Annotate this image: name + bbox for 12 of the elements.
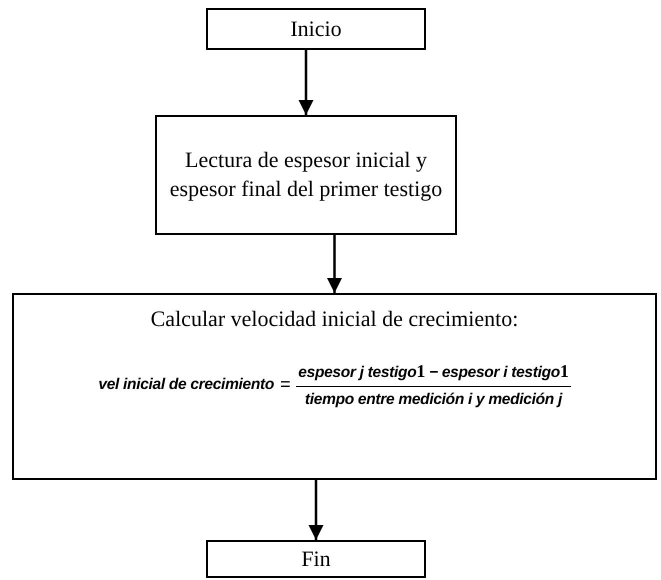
box-heading: Calcular velocidad inicial de crecimiento: — [150, 305, 518, 333]
formula-denominator: tiempo entre medición i y medición j — [304, 390, 562, 410]
process-box — [12, 293, 657, 480]
arrow — [308, 480, 324, 540]
equals-sign: = — [280, 373, 290, 396]
terminal-box: Inicio — [206, 8, 426, 50]
process-box: Lectura de espesor inicial y espesor final del primer testigo — [155, 115, 457, 235]
formula-numerator: espesor j testigo1 − espesor i testigo1 — [296, 360, 571, 387]
terminal-box: Fin — [206, 540, 426, 578]
arrow — [298, 50, 314, 115]
formula-term: vel inicial de crecimiento — [98, 374, 274, 395]
arrow — [327, 235, 342, 293]
